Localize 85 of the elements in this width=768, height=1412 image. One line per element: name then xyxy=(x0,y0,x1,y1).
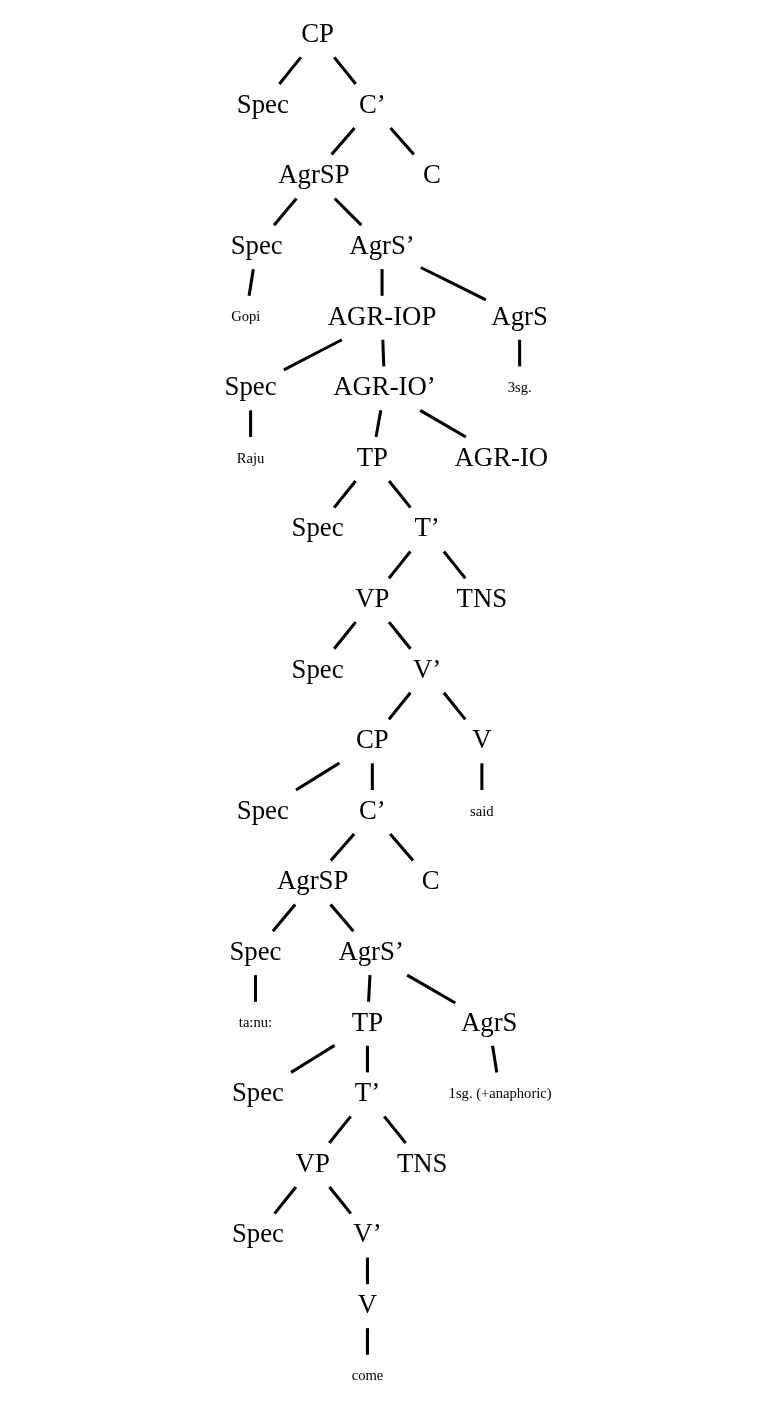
connector xyxy=(282,338,343,372)
node-text: AGR-IO xyxy=(454,441,548,472)
node-text: VP xyxy=(295,1147,330,1178)
node-text: V’ xyxy=(412,653,441,684)
connector xyxy=(272,197,298,227)
node-text: AgrS’ xyxy=(337,935,404,966)
node-text: TNS xyxy=(456,582,507,613)
node-text: AgrSP xyxy=(276,865,348,896)
node-text: Gopi xyxy=(230,308,260,325)
connector xyxy=(271,903,296,933)
node-text: CP xyxy=(300,18,334,49)
node-text: V’ xyxy=(352,1218,382,1249)
node-text: Spec xyxy=(231,1218,284,1249)
node-text: V xyxy=(357,1288,377,1319)
connector xyxy=(253,975,257,1002)
connector xyxy=(272,1186,297,1215)
connector xyxy=(442,550,466,580)
node-text: Spec xyxy=(224,371,277,402)
connector xyxy=(370,763,374,790)
connector xyxy=(380,339,385,367)
node-text: V xyxy=(471,724,492,755)
node-text: T’ xyxy=(413,512,440,543)
node-text: 1sg. (+anaphoric) xyxy=(448,1085,552,1102)
connector xyxy=(517,339,521,367)
node-text: C xyxy=(421,865,440,896)
connector xyxy=(294,761,340,792)
node-text: C xyxy=(422,159,441,190)
connector xyxy=(332,480,357,509)
connector xyxy=(365,1045,369,1073)
connector xyxy=(387,550,412,580)
connector xyxy=(380,269,384,296)
node-text: Spec xyxy=(230,229,283,260)
node-text: come xyxy=(351,1367,383,1384)
node-text: C’ xyxy=(358,88,386,119)
connector xyxy=(388,126,415,156)
connector xyxy=(248,410,252,437)
node-text: C’ xyxy=(358,794,386,825)
node-text: AGR-IO’ xyxy=(332,371,436,402)
node-text: CP xyxy=(355,724,389,755)
connector xyxy=(277,56,302,85)
connector xyxy=(387,621,412,650)
node-text: said xyxy=(469,802,494,819)
node-text: T’ xyxy=(354,1077,380,1108)
node-text: Spec xyxy=(236,794,289,825)
node-text: TP xyxy=(356,441,388,472)
connector xyxy=(490,1045,498,1073)
connector xyxy=(405,973,456,1005)
connector xyxy=(329,832,355,862)
connector xyxy=(333,197,362,227)
connector xyxy=(365,1257,369,1285)
node-text: Spec xyxy=(228,935,281,966)
connector xyxy=(366,975,371,1002)
connector xyxy=(418,409,467,439)
connector xyxy=(327,1115,352,1144)
connector xyxy=(382,1115,407,1144)
node-text: AgrS xyxy=(490,300,548,331)
node-text: 3sg. xyxy=(507,379,532,396)
connector xyxy=(289,1044,335,1074)
node-text: AgrSP xyxy=(277,159,350,190)
node-text: AGR-IOP xyxy=(327,300,436,331)
node-text: AgrS’ xyxy=(348,229,415,260)
node-text: VP xyxy=(354,582,389,613)
node-text: TP xyxy=(351,1006,383,1037)
connector xyxy=(332,56,357,85)
node-text: Raju xyxy=(236,449,264,466)
node-text: Spec xyxy=(231,1077,284,1108)
connector xyxy=(328,903,355,933)
connector xyxy=(374,410,382,438)
node-text: TNS xyxy=(396,1147,448,1178)
connector xyxy=(327,1186,352,1215)
connector xyxy=(247,268,255,297)
node-text: Spec xyxy=(291,512,344,543)
connector xyxy=(330,126,356,156)
connector xyxy=(388,832,414,862)
node-text: Spec xyxy=(236,88,289,119)
connector xyxy=(332,621,357,650)
connector xyxy=(419,266,487,302)
connector xyxy=(479,763,483,790)
node-text: Spec xyxy=(291,653,344,684)
connector xyxy=(387,480,412,509)
connector xyxy=(387,691,412,721)
connector xyxy=(365,1328,369,1355)
node-text: ta:nu: xyxy=(238,1014,272,1031)
node-text: AgrS xyxy=(460,1006,517,1037)
connector xyxy=(442,691,466,721)
